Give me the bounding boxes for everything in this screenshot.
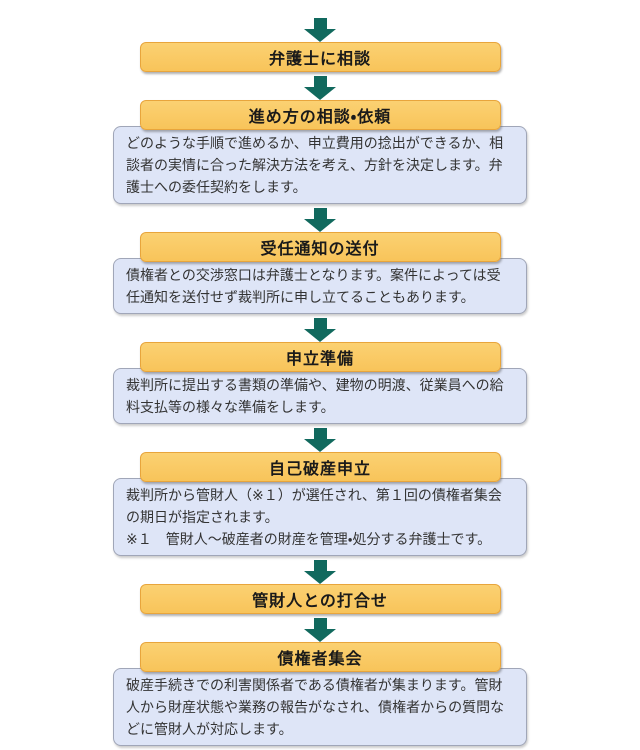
flow-step: 受任通知の送付 債権者との交渉窓口は弁護士となります。案件によっては受任通知を送…	[0, 204, 640, 314]
flow-step: 管財人との打合せ	[0, 556, 640, 614]
step-title: 申立準備	[285, 351, 354, 368]
step-description-box: 裁判所に提出する書類の準備や、建物の明渡、従業員への給料支払等の様々な準備をしま…	[113, 368, 527, 424]
flow-step: 申立準備 裁判所に提出する書類の準備や、建物の明渡、従業員への給料支払等の様々な…	[0, 314, 640, 424]
arrow-down-icon	[304, 618, 336, 642]
step-title-box: 受任通知の送付	[139, 232, 501, 262]
arrow-stem	[313, 560, 327, 571]
flow-step: 弁護士に相談	[0, 14, 640, 72]
arrow-head	[304, 219, 336, 232]
arrow-stem	[313, 76, 327, 87]
arrow-stem	[313, 428, 327, 439]
step-description: どのような手順で進めるか、申立費用の捻出ができるか、相談者の実情に合った解決方法…	[126, 135, 504, 195]
step-description: 裁判所に提出する書類の準備や、建物の明渡、従業員への給料支払等の様々な準備をしま…	[126, 377, 504, 415]
step-title-box: 進め方の相談・依頼	[139, 100, 501, 130]
arrow-stem	[313, 208, 327, 219]
flow-step: 債権者集会 破産手続きでの利害関係者である債権者が集まります。管財人から財産状態…	[0, 614, 640, 746]
arrow-stem	[313, 18, 327, 29]
arrow-stem	[313, 318, 327, 329]
step-title: 債権者集会	[277, 651, 363, 668]
arrow-down-icon	[304, 560, 336, 584]
step-title-box: 自己破産申立	[139, 452, 501, 482]
arrow-head	[304, 571, 336, 584]
step-title-box: 債権者集会	[139, 642, 501, 672]
arrow-head	[304, 439, 336, 452]
step-title: 進め方の相談・依頼	[248, 109, 392, 126]
step-title-box: 管財人との打合せ	[139, 584, 501, 614]
arrow-stem	[313, 618, 327, 629]
step-title: 受任通知の送付	[260, 241, 380, 258]
arrow-down-icon	[304, 76, 336, 100]
step-description-box: 債権者との交渉窓口は弁護士となります。案件によっては受任通知を送付せず裁判所に申…	[113, 258, 527, 314]
step-description: 債権者との交渉窓口は弁護士となります。案件によっては受任通知を送付せず裁判所に申…	[126, 267, 501, 305]
step-description: 破産手続きでの利害関係者である債権者が集まります。管財人から財産状態や業務の報告…	[126, 677, 505, 737]
flow-step: 進め方の相談・依頼 どのような手順で進めるか、申立費用の捻出ができるか、相談者の…	[0, 72, 640, 204]
step-title: 弁護士に相談	[268, 51, 371, 68]
step-title: 管財人との打合せ	[252, 593, 388, 610]
step-title: 自己破産申立	[268, 461, 371, 478]
arrow-down-icon	[304, 18, 336, 42]
step-description-box: 破産手続きでの利害関係者である債権者が集まります。管財人から財産状態や業務の報告…	[113, 668, 527, 746]
flow-step: 自己破産申立 裁判所から管財人（※１）が選任され、第１回の債権者集会の期日が指定…	[0, 424, 640, 556]
arrow-down-icon	[304, 428, 336, 452]
arrow-head	[304, 329, 336, 342]
arrow-down-icon	[304, 208, 336, 232]
arrow-down-icon	[304, 318, 336, 342]
step-title-box: 申立準備	[139, 342, 501, 372]
arrow-head	[304, 87, 336, 100]
step-title-box: 弁護士に相談	[139, 42, 501, 72]
step-description-box: 裁判所から管財人（※１）が選任され、第１回の債権者集会の期日が指定されます。 ※…	[113, 478, 527, 556]
arrow-head	[304, 29, 336, 42]
step-description-box: どのような手順で進めるか、申立費用の捻出ができるか、相談者の実情に合った解決方法…	[113, 126, 527, 204]
arrow-head	[304, 629, 336, 642]
step-description: 裁判所から管財人（※１）が選任され、第１回の債権者集会の期日が指定されます。 ※…	[126, 487, 502, 547]
